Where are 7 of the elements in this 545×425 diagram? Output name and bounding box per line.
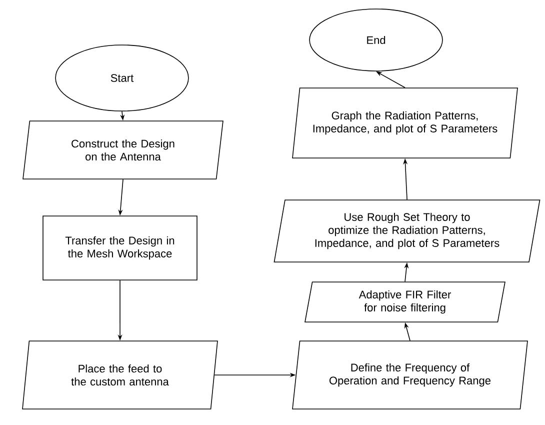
io-parallelogram: Define the Frequency of Operation and Frequency Range — [292, 340, 528, 410]
io-parallelogram: Construct the Design on the Antenna — [22, 120, 224, 180]
io-parallelogram: Graph the Radiation Patterns, Impedance, and plot of S Parameters — [292, 88, 518, 158]
io-parallelogram: Use Rough Set Theory to optimize the Radiation Patterns, Impedance, and plot of S Parameters — [274, 200, 540, 262]
io-parallelogram: Place the feed to the custom antenna — [22, 340, 218, 410]
process-box: Transfer the Design in the Mesh Workspace — [42, 216, 198, 280]
io-parallelogram: Adaptive FIR Filter for noise filtering — [304, 282, 506, 322]
